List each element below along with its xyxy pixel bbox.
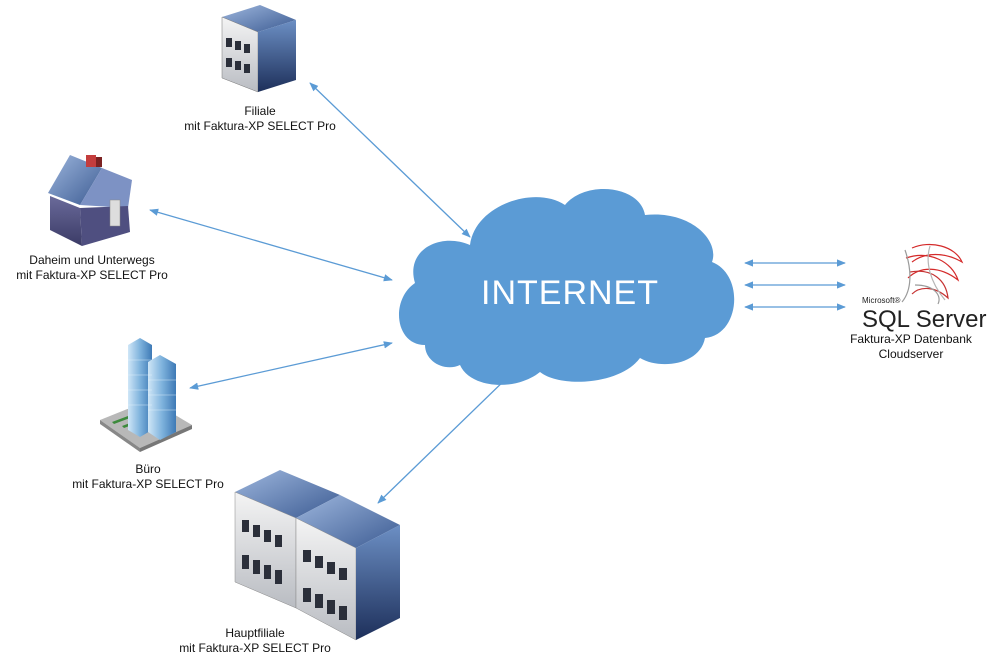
daheim-label: Daheim und Unterwegs mit Faktura-XP SELE… xyxy=(0,253,184,283)
daheim-title: Daheim und Unterwegs xyxy=(29,253,155,267)
microsoft-wordmark: Microsoft® xyxy=(862,296,900,305)
sql-server-logo: Microsoft® SQL Server xyxy=(862,243,987,333)
arrow-buero-internet xyxy=(189,341,393,390)
hauptfiliale-building-icon xyxy=(234,470,400,641)
filiale-subtitle: mit Faktura-XP SELECT Pro xyxy=(184,119,336,133)
sql-server-title: Faktura-XP Datenbank xyxy=(850,332,972,346)
arrow-filiale-internet xyxy=(309,82,471,238)
buero-title: Büro xyxy=(135,462,161,476)
hauptfiliale-title: Hauptfiliale xyxy=(225,626,285,640)
office-tower-icon xyxy=(100,338,192,452)
filiale-building-icon xyxy=(221,5,296,93)
buero-subtitle: mit Faktura-XP SELECT Pro xyxy=(72,477,224,491)
sql-server-label: Faktura-XP Datenbank Cloudserver xyxy=(836,332,986,362)
sql-server-wordmark: SQL Server xyxy=(862,306,987,333)
daheim-subtitle: mit Faktura-XP SELECT Pro xyxy=(16,268,168,282)
hauptfiliale-label: Hauptfiliale mit Faktura-XP SELECT Pro xyxy=(145,626,365,656)
sql-server-swirl-icon xyxy=(901,243,964,305)
house-icon xyxy=(48,155,132,246)
filiale-title: Filiale xyxy=(244,104,276,118)
internet-cloud: INTERNET xyxy=(398,188,735,385)
arrow-daheim-internet xyxy=(149,208,393,282)
sql-server-subtitle: Cloudserver xyxy=(878,347,944,361)
hauptfiliale-subtitle: mit Faktura-XP SELECT Pro xyxy=(179,641,331,655)
filiale-label: Filiale mit Faktura-XP SELECT Pro xyxy=(150,104,370,134)
connection-arrows xyxy=(149,82,846,504)
arrow-hauptfiliale-internet xyxy=(377,374,511,504)
cloud-label: INTERNET xyxy=(481,274,659,312)
buero-label: Büro mit Faktura-XP SELECT Pro xyxy=(38,462,258,492)
